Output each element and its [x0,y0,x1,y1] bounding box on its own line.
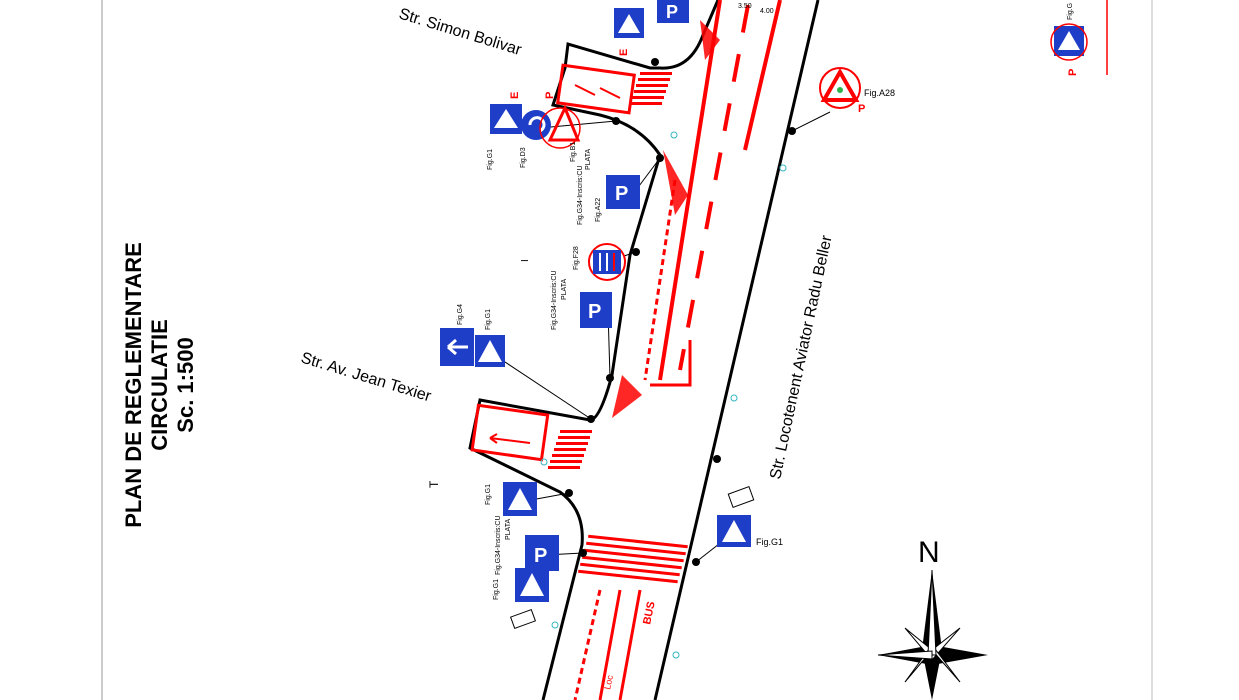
parking-letter: P [666,2,678,22]
label-d3-bolivar: Fig.D3 [520,147,527,168]
label-b1-bolivar: Fig.B1 [570,142,577,162]
street-name-texier: Str. Av. Jean Texier [299,350,434,406]
parking-bay-end [650,340,692,387]
pedestrian-sign-diamond-right: Fig.G1 [717,486,783,547]
bus-lane-label: BUS [641,600,658,625]
center-dashed-line [678,4,750,371]
pedestrian-sign-lower: Fig.G1 T [427,480,537,516]
bolivar-lane-box [556,63,636,115]
label-g34-c: Fig.G34-Inscris:CU [495,515,502,575]
bolivar-arrows [574,84,621,99]
label-corner-p: P [1067,69,1079,76]
pedestrian-sign-diamond-left: Fig.G1 [493,568,549,630]
cyan-markers [540,131,787,659]
label-g1-lower: Fig.G1 [485,484,492,505]
label-g1-right: Fig.G1 [756,537,783,547]
label-plata-c: PLATA [505,519,512,540]
label-a22: Fig.A22 [595,198,602,222]
bus-lane-lines [598,589,642,700]
parking-bay-line [643,179,677,381]
parking-sign-g34-lower: P PLATA Fig.G34-Inscris:CU [495,515,559,575]
right-lane-line [743,0,782,151]
hatch-island-top [700,20,720,60]
north-compass-icon: N [877,536,988,700]
label-g1-diamond-left: Fig.G1 [493,579,500,600]
dimension-1: 3.50 [738,3,752,10]
hatch-island-middle [663,150,688,215]
sign-cluster-bolivar: E P Fig.G1 Fig.D3 Fig.B1 [487,92,581,170]
pedestrian-sign-top: E [614,8,644,56]
crosswalk-texier [548,430,592,469]
label-g4: Fig.G4 [457,304,464,325]
parking-sign-top: P [657,0,689,23]
label-g34-a: Fig.G34-Inscris:CU [577,165,584,225]
sign-letter-e: E [618,49,630,56]
sign-letter-e-bolivar: E [509,92,521,99]
main-road-right-curb [653,0,820,700]
parking-sign-g34-upper: P PLATA Fig.G34-Inscris:CU Fig.A22 [577,149,640,225]
north-label: N [918,536,940,569]
parking-letter-lower: P [534,545,547,567]
dimension-2: 4.00 [760,8,774,15]
label-plata-a: PLATA [585,149,592,170]
texier-arrow [489,433,531,444]
label-g1-texier: Fig.G1 [485,309,492,330]
texier-lane-box [470,403,550,462]
left-lane-line [658,0,722,381]
hatch-island-lower [612,375,642,418]
sign-letter-p-bolivar: P [544,92,556,99]
label-a28: Fig.A28 [864,88,895,98]
priority-sign-f28: Fig.F28 I [520,243,626,281]
label-i: I [520,259,531,262]
label-plata-b: PLATA [561,279,568,300]
sign-cluster-texier: Fig.G4 Fig.G1 [440,304,505,367]
label-f28: Fig.F28 [573,246,580,270]
parking-sign-g34-middle: P PLATA Fig.G34-Inscris:CU [551,270,612,330]
label-g1-bolivar: Fig.G1 [487,149,494,170]
crosswalk-bolivar [630,72,672,105]
lower-dashed-line [573,589,602,700]
warning-sign-a28: Fig.A28 P [819,67,895,115]
legend-corner-sign: Fig.G P [1050,0,1108,76]
parking-letter-upper: P [615,183,628,205]
crosswalk-main-road [578,534,688,584]
label-t: T [427,480,441,488]
lane-loc-label: Loc [602,674,615,691]
parking-letter-middle: P [588,301,601,323]
street-name-bolivar: Str. Simon Bolivar [397,6,524,60]
street-name-beller: Str. Locotenent Aviator Radu Beller [767,233,835,481]
label-a28-p: P [858,103,865,115]
label-corner: Fig.G [1067,3,1074,20]
label-g34-b: Fig.G34-Inscris:CU [551,270,558,330]
